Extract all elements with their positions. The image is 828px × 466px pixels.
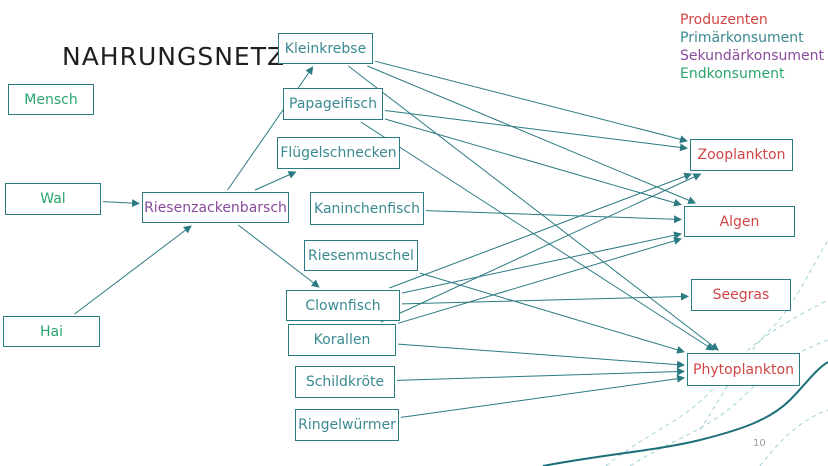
arrow-kleinkrebse-to-zooplankton [374,60,688,144]
node-wal: Wal [5,183,101,215]
arrow-korallen-to-phytoplankton [397,343,685,369]
node-schildkroete: Schildkröte [295,366,395,398]
arrow-papageifisch-to-zooplankton [384,110,688,152]
node-fluegelschnecken: Flügelschnecken [277,137,400,169]
arrow-korallen-to-zooplankton [380,173,702,323]
legend: Produzenten Primärkonsument Sekundärkons… [680,11,824,83]
node-mensch: Mensch [8,84,94,115]
arrow-riesenmuschel-to-phytoplankton [419,272,685,354]
arrow-riesenzackenbarsch-to-fluegelschnecken [254,171,297,191]
node-hai: Hai [3,316,100,347]
arrow-kleinkrebse-to-algen [367,65,697,204]
arrow-clownfisch-to-seegras [401,292,689,305]
node-zooplankton: Zooplankton [690,139,793,171]
node-korallen: Korallen [288,324,396,356]
arrow-hai-to-riesenzackenbarsch [74,225,192,315]
legend-item-primaerkonsument: Primärkonsument [680,30,804,46]
wave-line-dashed-3 [699,239,828,431]
wave-line-dashed-4 [759,409,828,466]
legend-item-produzenten: Produzenten [680,12,768,28]
wave-line-solid [542,361,828,466]
node-kleinkrebse: Kleinkrebse [278,33,373,64]
node-clownfisch: Clownfisch [286,290,400,321]
node-kaninchenfisch: Kaninchenfisch [310,192,424,225]
node-algen: Algen [684,206,795,237]
node-riesenmuschel: Riesenmuschel [304,240,418,271]
arrow-riesenzackenbarsch-to-clownfisch [237,224,320,288]
node-riesenzackenbarsch: Riesenzackenbarsch [142,192,289,223]
arrow-schildkroete-to-phytoplankton [396,367,685,381]
arrow-clownfisch-to-zooplankton [389,172,693,289]
arrow-kaninchenfisch-to-algen [425,210,682,224]
arrow-wal-to-riesenzackenbarsch [102,199,140,208]
node-phytoplankton: Phytoplankton [687,353,800,386]
page-title: NAHRUNGSNETZ [62,42,286,71]
arrow-ringelwuermer-to-phytoplankton [400,374,685,418]
node-ringelwuermer: Ringelwürmer [295,409,399,441]
arrow-papageifisch-to-phytoplankton [360,121,715,351]
legend-item-endkonsument: Endkonsument [680,66,785,82]
arrow-clownfisch-to-algen [401,231,682,294]
arrow-papageifisch-to-algen [384,118,682,207]
node-seegras: Seegras [691,279,791,311]
arrow-korallen-to-algen [397,237,682,324]
arrow-riesenzackenbarsch-to-kleinkrebse [227,66,314,191]
node-papageifisch: Papageifisch [283,88,383,120]
page-number: 10 [753,438,766,449]
legend-item-sekundaerkonsument: Sekundärkonsument [680,48,824,64]
